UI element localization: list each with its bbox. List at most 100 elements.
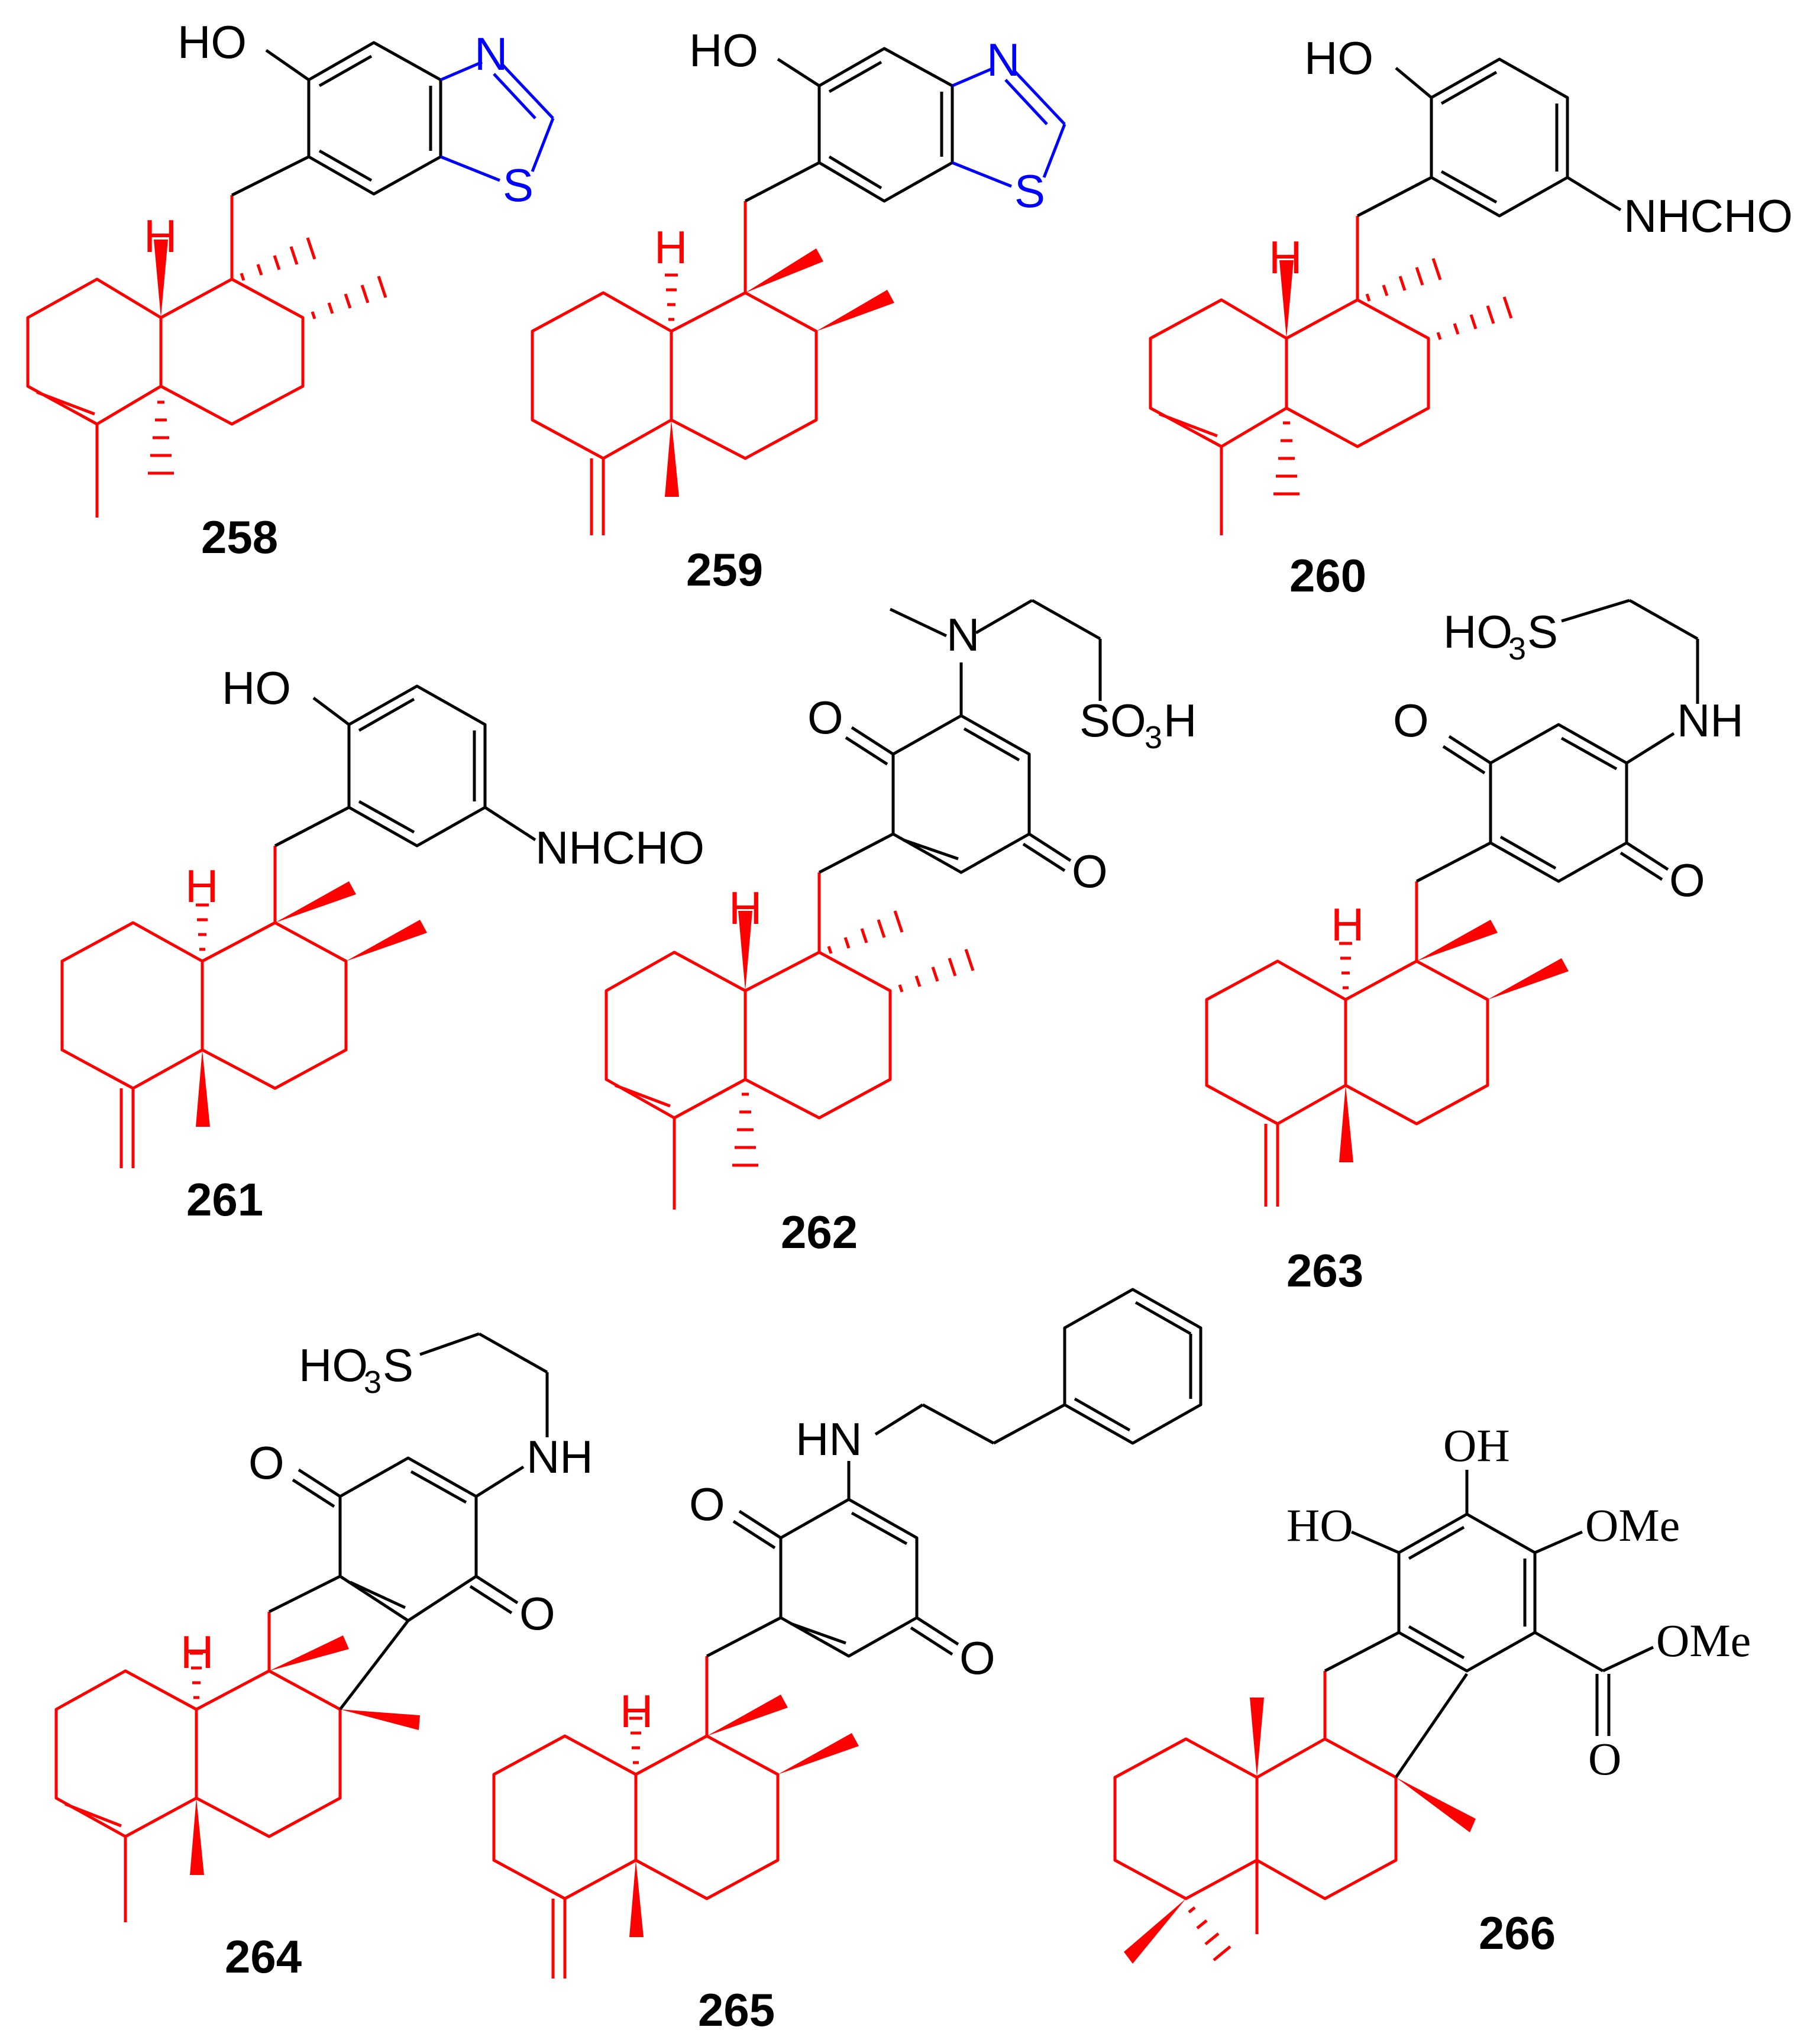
- compound-260: HO H NHCHO 260: [1149, 32, 1793, 602]
- label-ho3s-ho: HO: [299, 1339, 368, 1391]
- wedge-h-260: [1279, 260, 1294, 338]
- hash-h-263: [1339, 942, 1352, 990]
- hash-methyl-c9-262: [827, 910, 904, 954]
- label-ho3s-ho: HO: [1443, 606, 1512, 658]
- label-s: S: [503, 159, 534, 211]
- compound-number: 262: [781, 1206, 858, 1258]
- aryl-ring-260: [1356, 57, 1622, 218]
- hash-methyl-c8-258: [311, 276, 387, 319]
- compound-number: 260: [1289, 549, 1366, 602]
- label-so3h-so: SO: [1079, 694, 1146, 746]
- wedge-methyl-c9-259: [745, 248, 823, 293]
- label-so3h-subscript: 3: [1145, 720, 1162, 755]
- aryl-ring-261: [274, 684, 536, 848]
- label-h: H: [620, 1685, 653, 1737]
- label-hn: HN: [796, 1413, 862, 1465]
- compound-266: OH HO OMe OMe O 266: [1113, 1420, 1751, 1964]
- wedge-methyl-c9-265: [707, 1695, 788, 1736]
- hash-methyl-c10-258: [148, 400, 174, 475]
- hash-h-264: [190, 1651, 203, 1699]
- label-oh: HO: [222, 662, 291, 714]
- compound-number: 259: [686, 544, 763, 596]
- compound-263: HO 3 S NH O O H 263: [1205, 599, 1744, 1297]
- wedge-methyl-c10-264: [190, 1798, 204, 1875]
- label-nhcho: NHCHO: [535, 822, 704, 874]
- compound-264: HO 3 S NH O O H 264: [54, 1332, 593, 1983]
- wedge-methyl-c8-259: [816, 290, 894, 331]
- label-h: H: [729, 882, 762, 934]
- hash-h-261: [196, 903, 209, 951]
- label-h: H: [1331, 898, 1364, 951]
- label-ketone-o2: O: [959, 1632, 995, 1684]
- wedge-methyl-c8-261: [346, 920, 427, 961]
- label-carbonyl-o: O: [1588, 1733, 1621, 1784]
- decalin-skeleton-261: [60, 846, 427, 1168]
- decalin-skeleton-259: [531, 201, 894, 535]
- compound-number: 265: [698, 1984, 775, 2036]
- wedge-methyl-c10-259: [665, 420, 679, 497]
- label-h: H: [180, 1626, 214, 1678]
- label-ome-1: OMe: [1585, 1499, 1680, 1551]
- decalin-skeleton-262: [604, 872, 975, 1210]
- label-ome-2: OMe: [1656, 1615, 1751, 1666]
- wedge-methyl-c9-264: [269, 1635, 349, 1671]
- wedge-methyl-c8-264: [340, 1709, 420, 1730]
- compound-number: 263: [1286, 1244, 1363, 1297]
- wedge-methyl-c10-266: [1250, 1698, 1264, 1777]
- hash-methyl-c9-260: [1365, 258, 1442, 302]
- label-nhcho: NHCHO: [1624, 190, 1793, 242]
- label-ho3s-s: S: [1527, 606, 1558, 658]
- label-h: H: [1269, 231, 1302, 283]
- label-h: H: [654, 221, 687, 273]
- wedge-methyl-c9-263: [1417, 920, 1498, 961]
- label-h: H: [185, 860, 218, 912]
- label-ketone-o2: O: [1072, 845, 1108, 897]
- label-ketone-o2: O: [1669, 854, 1705, 906]
- compound-265: HN O O H 265: [492, 1288, 1202, 2036]
- compound-261: HO H NHCHO 261: [60, 662, 704, 1226]
- quinone-ring-265: [706, 1403, 1066, 1658]
- wedge-gem-methyl-266: [1124, 1899, 1186, 1964]
- label-ketone-o1: O: [807, 691, 843, 743]
- phenyl-ring-265: [1063, 1288, 1202, 1445]
- wedge-methyl-c8-263: [1488, 958, 1569, 1000]
- label-n: N: [946, 609, 979, 661]
- label-nh: NH: [526, 1431, 593, 1483]
- compound-number: 264: [225, 1931, 302, 1983]
- wedge-methyl-c8-265: [778, 1733, 859, 1774]
- hash-methyl-c9-258: [240, 237, 316, 281]
- compound-262: N SO 3 H O O H 262: [604, 599, 1197, 1258]
- label-oh: HO: [689, 24, 758, 76]
- aryl-ring-266: [1324, 1470, 1654, 1779]
- compound-259: HO H N S 259: [531, 24, 1066, 596]
- hash-h-265: [629, 1716, 642, 1764]
- hash-gem-methyl-266: [1188, 1906, 1231, 1961]
- compound-number: 258: [201, 511, 278, 563]
- hash-methyl-c10-260: [1273, 421, 1299, 496]
- quinone-ring-262: [818, 599, 1102, 874]
- label-nh: NH: [1677, 694, 1744, 746]
- label-so3h-h: H: [1163, 694, 1197, 746]
- compound-258: HO H N S 258: [26, 16, 555, 563]
- label-n: N: [474, 28, 507, 80]
- decalin-skeleton-260: [1149, 216, 1513, 535]
- label-ho3s-subscript: 3: [1508, 631, 1526, 667]
- label-s: S: [1014, 165, 1045, 217]
- label-n: N: [987, 34, 1020, 86]
- compound-number: 261: [186, 1173, 263, 1226]
- label-oh: HO: [177, 16, 247, 68]
- wedge-methyl-c10-265: [629, 1860, 644, 1937]
- hash-methyl-c8-260: [1436, 296, 1513, 340]
- wedge-h-258: [154, 240, 168, 318]
- hash-methyl-c10-262: [732, 1092, 758, 1167]
- compound-number: 266: [1479, 1907, 1556, 1959]
- tetracyclic-skeleton-266: [1113, 1671, 1476, 1964]
- label-ketone-o2: O: [519, 1588, 555, 1640]
- label-ketone-o1: O: [248, 1437, 285, 1489]
- benzothiazole-258: [231, 41, 555, 197]
- wedge-methyl-c10-263: [1339, 1085, 1353, 1162]
- hash-methyl-c8-262: [898, 949, 975, 992]
- wedge-methyl-c10-261: [196, 1050, 210, 1127]
- label-ketone-o1: O: [689, 1478, 725, 1530]
